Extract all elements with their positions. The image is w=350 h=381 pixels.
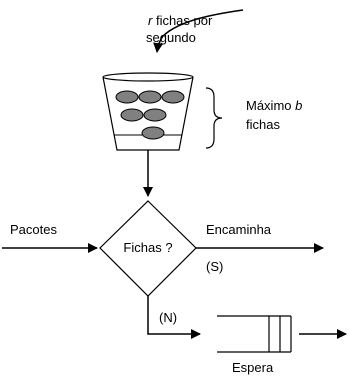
rate-label-rest: fichas por [152,13,213,28]
capacity-label-line1: Máximo b [246,98,302,113]
queue-label: Espera [232,360,274,375]
rate-label-line2: segundo [146,30,196,45]
token [138,90,162,104]
token-group [115,90,185,140]
token-inflow-arrow [153,9,244,53]
wait-queue [217,315,292,353]
forward-label: Encaminha [206,222,272,237]
token [141,126,165,140]
decision-label: Fichas ? [123,240,172,255]
no-label: (N) [159,310,177,325]
rate-label-line1: r fichas por [148,13,213,28]
rate-symbol: r [148,13,153,28]
token [143,108,167,122]
bucket-rim [102,72,194,82]
token [161,90,185,104]
token [115,90,139,104]
yes-label: (S) [206,259,223,274]
capacity-symbol: b [295,98,302,113]
token-bucket [102,72,194,151]
capacity-prefix: Máximo [246,98,295,113]
no-branch-arrow [147,296,201,339]
token [120,108,144,122]
capacity-brace [205,87,223,149]
capacity-label-line2: fichas [246,117,280,132]
input-label: Pacotes [10,222,57,237]
